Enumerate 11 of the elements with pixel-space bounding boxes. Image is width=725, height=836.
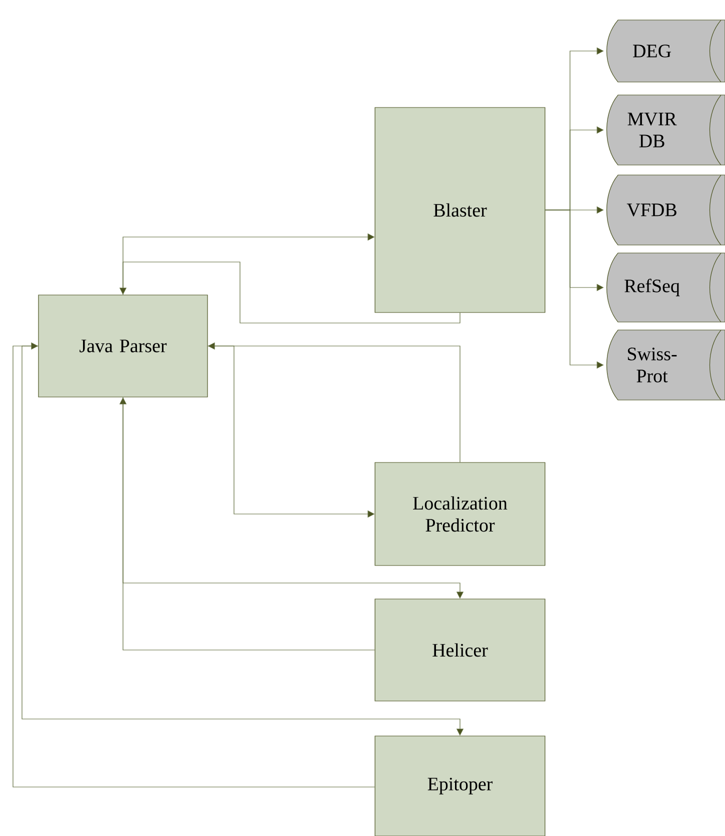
process-box: Helicer	[374, 598, 546, 702]
process-box: Java Parser	[38, 294, 208, 398]
database-label: Swiss-Prot	[628, 348, 677, 382]
database-label: DEG	[633, 44, 671, 58]
database-label: VFDB	[626, 204, 676, 216]
process-box: Blaster	[374, 107, 546, 313]
database-label: MVIR DB	[628, 112, 677, 148]
process-box: Epitoper	[374, 736, 546, 836]
arrow	[12, 342, 375, 788]
database-label: RefSeq	[624, 278, 680, 296]
process-box: Localization Predictor	[374, 462, 546, 566]
